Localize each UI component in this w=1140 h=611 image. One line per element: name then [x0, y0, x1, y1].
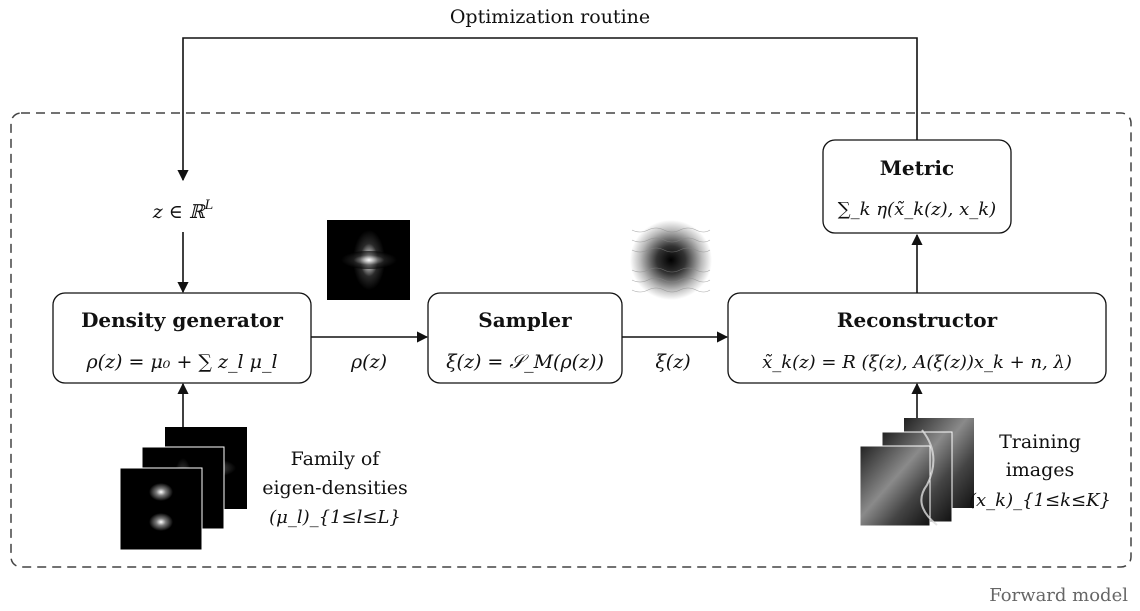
sampling-pattern-image [630, 220, 712, 300]
xi-label: ξ(z) [655, 351, 690, 373]
training-label-line2: images [1006, 459, 1075, 481]
reconstructor-title: Reconstructor [837, 308, 998, 332]
reconstructor-formula: x̃_k(z) = R (ξ(z), A(ξ(z))x_k + n, λ) [762, 352, 1072, 373]
metric-formula: ∑_k η(x̃_k(z), x_k) [838, 199, 996, 220]
density-generator-block: Density generator ρ(z) = μ₀ + ∑ z_l μ_l [52, 292, 312, 384]
density-generator-title: Density generator [81, 308, 283, 332]
reconstructor-block: Reconstructor x̃_k(z) = R (ξ(z), A(ξ(z))… [727, 292, 1107, 384]
forward-model-label: Forward model [989, 585, 1128, 606]
density-formula: ρ(z) = μ₀ + ∑ z_l μ_l [85, 351, 277, 373]
eigen-densities-stack [119, 427, 247, 551]
density-image-core [341, 251, 397, 269]
latent-z-label: z ∈ ℝL [152, 198, 214, 223]
metric-title: Metric [880, 156, 954, 180]
sampler-title: Sampler [478, 308, 572, 332]
sampler-block: Sampler ξ(z) = 𝒮_M(ρ(z)) [427, 292, 623, 384]
eigen-label-line1: Family of [291, 448, 382, 470]
eigen-label-line3: (μ_l)_{1≤l≤L} [269, 507, 401, 528]
sampling-pattern-texture [631, 227, 711, 293]
training-images-stack [859, 418, 974, 527]
sampler-formula: ξ(z) = 𝒮_M(ρ(z)) [446, 351, 604, 373]
forward-model-frame [10, 112, 1132, 568]
optimization-loop-wire [177, 37, 918, 182]
training-label-line3: (x_k)_{1≤k≤K} [969, 490, 1111, 511]
training-label-line1: Training [999, 431, 1081, 453]
rho-label: ρ(z) [350, 351, 387, 373]
optimization-routine-label: Optimization routine [450, 6, 650, 28]
metric-block: Metric ∑_k η(x̃_k(z), x_k) [822, 139, 1012, 234]
eigen-label-line2: eigen-densities [262, 477, 408, 499]
